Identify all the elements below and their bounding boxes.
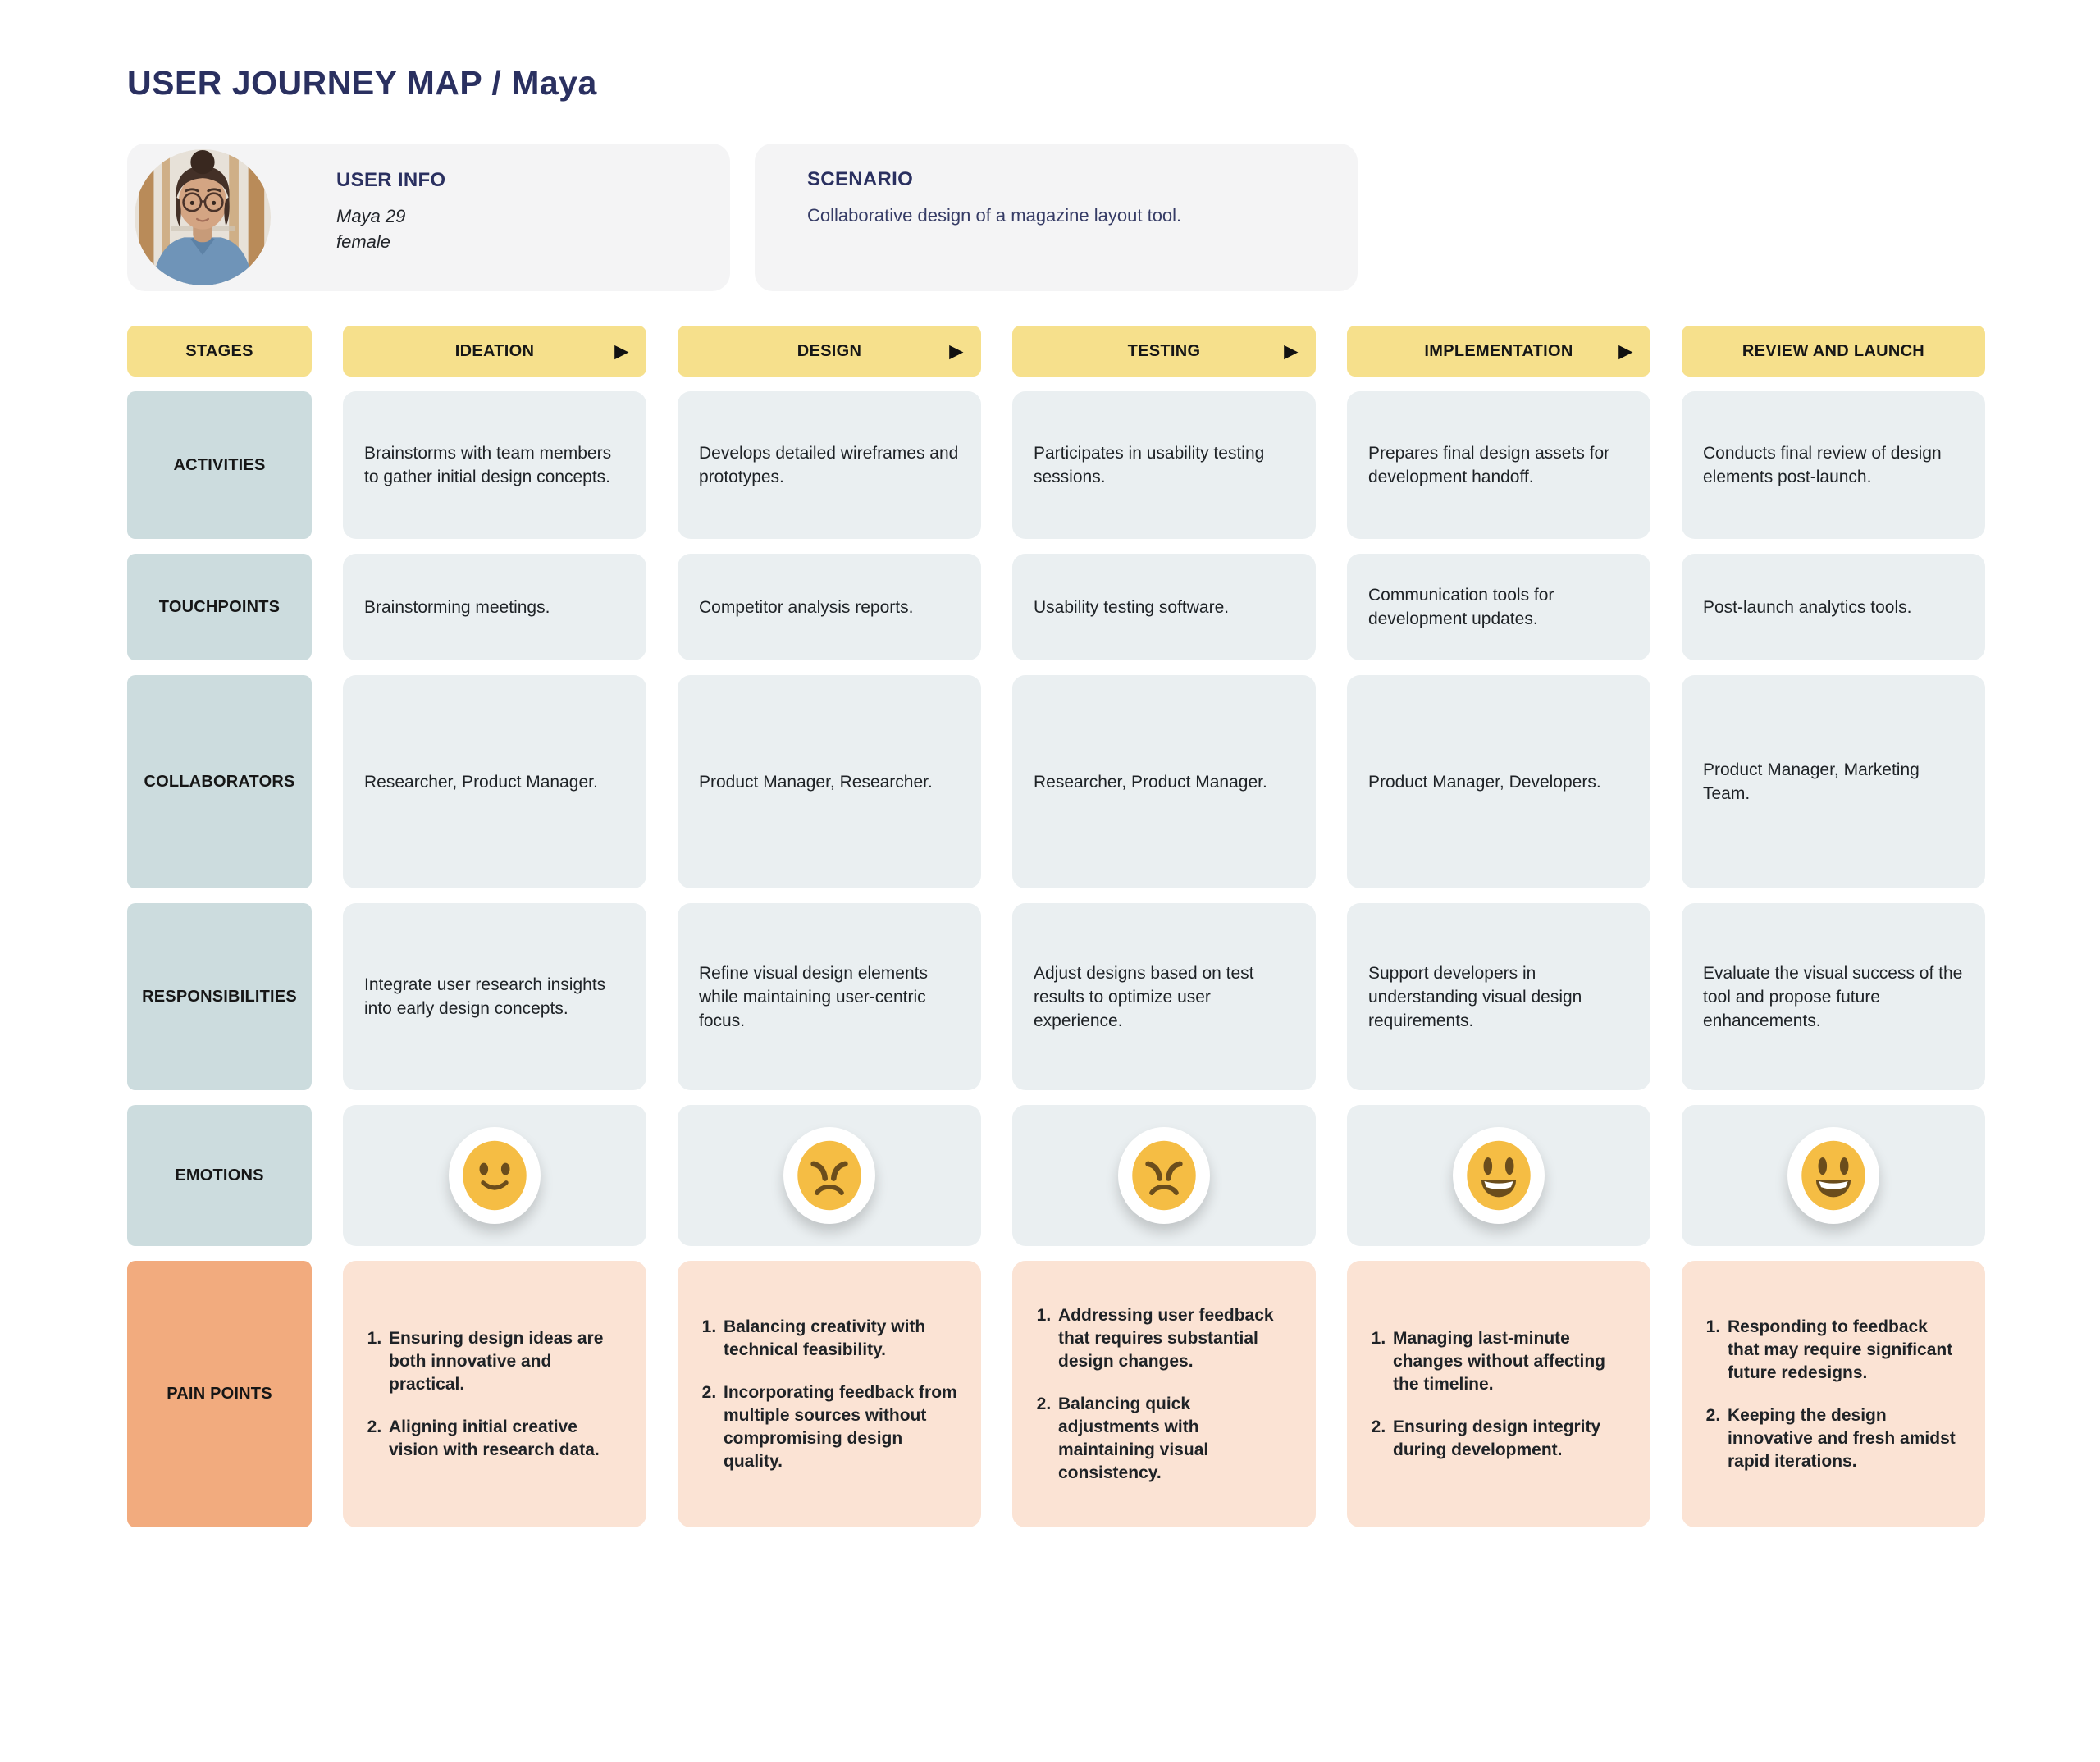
cell-pain-points-ideation: Ensuring design ideas are both innovativ…	[343, 1261, 646, 1527]
user-info-heading: USER INFO	[336, 169, 446, 191]
cell-responsibilities-design: Refine visual design elements while main…	[678, 903, 981, 1090]
cell-responsibilities-ideation: Integrate user research insights into ea…	[343, 903, 646, 1090]
cell-collaborators-review-and-launch: Product Manager, Marketing Team.	[1682, 675, 1985, 888]
cell-activities-testing: Participates in usability testing sessio…	[1012, 391, 1316, 539]
cell-touchpoints-ideation: Brainstorming meetings.	[343, 554, 646, 660]
user-name: Maya 29	[336, 206, 406, 226]
slight-smile-emoji-icon	[449, 1127, 541, 1224]
stage-header-label: DESIGN	[797, 341, 862, 360]
scenario-text: Collaborative design of a magazine layou…	[807, 205, 1182, 226]
cell-activities-implementation: Prepares final design assets for develop…	[1347, 391, 1650, 539]
cell-touchpoints-design: Competitor analysis reports.	[678, 554, 981, 660]
stage-header-implementation[interactable]: IMPLEMENTATION ▶	[1347, 326, 1650, 377]
stage-header-label: IDEATION	[454, 341, 535, 360]
cell-emotions-ideation	[343, 1105, 646, 1246]
pain-point-item: Balancing quick adjustments with maintai…	[1056, 1393, 1294, 1485]
pain-point-item: Responding to feedback that may require …	[1725, 1316, 1964, 1385]
stage-header-design[interactable]: DESIGN ▶	[678, 326, 981, 377]
pain-point-item: Ensuring design ideas are both innovativ…	[386, 1327, 625, 1396]
cell-emotions-design	[678, 1105, 981, 1246]
cell-collaborators-design: Product Manager, Researcher.	[678, 675, 981, 888]
cell-activities-review-and-launch: Conducts final review of design elements…	[1682, 391, 1985, 539]
cell-touchpoints-review-and-launch: Post-launch analytics tools.	[1682, 554, 1985, 660]
stage-header-ideation[interactable]: IDEATION ▶	[343, 326, 646, 377]
pain-point-item: Incorporating feedback from multiple sou…	[721, 1381, 960, 1473]
journey-grid: STAGES IDEATION ▶ DESIGN ▶ TESTING ▶ IMP…	[127, 326, 1985, 1527]
cell-pain-points-implementation: Managing last-minute changes without aff…	[1347, 1261, 1650, 1527]
grin-emoji-icon	[1787, 1127, 1879, 1224]
row-label-activities: ACTIVITIES	[127, 391, 312, 539]
pain-point-item: Managing last-minute changes without aff…	[1390, 1327, 1629, 1396]
stage-header-review-and-launch[interactable]: REVIEW AND LAUNCH	[1682, 326, 1985, 377]
pain-point-item: Addressing user feedback that requires s…	[1056, 1304, 1294, 1373]
page-title: USER JOURNEY MAP / Maya	[127, 64, 597, 102]
row-label-touchpoints: TOUCHPOINTS	[127, 554, 312, 660]
cell-activities-design: Develops detailed wireframes and prototy…	[678, 391, 981, 539]
row-label-collaborators: COLLABORATORS	[127, 675, 312, 888]
cell-emotions-review-and-launch	[1682, 1105, 1985, 1246]
scenario-card: SCENARIO Collaborative design of a magaz…	[755, 144, 1358, 291]
row-label-pain-points: PAIN POINTS	[127, 1261, 312, 1527]
stage-header-label: REVIEW AND LAUNCH	[1742, 341, 1925, 360]
cell-pain-points-testing: Addressing user feedback that requires s…	[1012, 1261, 1316, 1527]
pain-point-item: Balancing creativity with technical feas…	[721, 1316, 960, 1362]
info-cards: USER INFO Maya 29 female SCENARIO Collab…	[127, 144, 2100, 291]
user-journey-map-page: USER JOURNEY MAP / Maya	[127, 64, 2100, 1527]
pain-point-item: Aligning initial creative vision with re…	[386, 1416, 625, 1462]
cell-responsibilities-implementation: Support developers in understanding visu…	[1347, 903, 1650, 1090]
pain-point-item: Keeping the design innovative and fresh …	[1725, 1404, 1964, 1473]
stages-header: STAGES	[127, 326, 312, 377]
cell-touchpoints-testing: Usability testing software.	[1012, 554, 1316, 660]
cell-pain-points-design: Balancing creativity with technical feas…	[678, 1261, 981, 1527]
grin-emoji-icon	[1453, 1127, 1545, 1224]
play-icon: ▶	[614, 341, 628, 361]
scenario-heading: SCENARIO	[807, 168, 914, 190]
play-icon: ▶	[949, 341, 963, 361]
cell-collaborators-testing: Researcher, Product Manager.	[1012, 675, 1316, 888]
pain-point-item: Ensuring design integrity during develop…	[1390, 1416, 1629, 1462]
cell-touchpoints-implementation: Communication tools for development upda…	[1347, 554, 1650, 660]
cell-emotions-testing	[1012, 1105, 1316, 1246]
stage-header-testing[interactable]: TESTING ▶	[1012, 326, 1316, 377]
cell-activities-ideation: Brainstorms with team members to gather …	[343, 391, 646, 539]
cell-emotions-implementation	[1347, 1105, 1650, 1246]
cell-pain-points-review-and-launch: Responding to feedback that may require …	[1682, 1261, 1985, 1527]
stage-header-label: TESTING	[1127, 341, 1201, 360]
user-gender: female	[336, 231, 391, 252]
play-icon: ▶	[1284, 341, 1298, 361]
row-label-responsibilities: RESPONSIBILITIES	[127, 903, 312, 1090]
avatar-photo	[135, 149, 271, 285]
user-info-card: USER INFO Maya 29 female	[127, 144, 730, 291]
play-icon: ▶	[1618, 341, 1632, 361]
cell-responsibilities-review-and-launch: Evaluate the visual success of the tool …	[1682, 903, 1985, 1090]
angry-emoji-icon	[1118, 1127, 1210, 1224]
stage-header-label: IMPLEMENTATION	[1424, 341, 1573, 360]
cell-collaborators-ideation: Researcher, Product Manager.	[343, 675, 646, 888]
angry-emoji-icon	[783, 1127, 875, 1224]
cell-collaborators-implementation: Product Manager, Developers.	[1347, 675, 1650, 888]
row-label-emotions: EMOTIONS	[127, 1105, 312, 1246]
cell-responsibilities-testing: Adjust designs based on test results to …	[1012, 903, 1316, 1090]
